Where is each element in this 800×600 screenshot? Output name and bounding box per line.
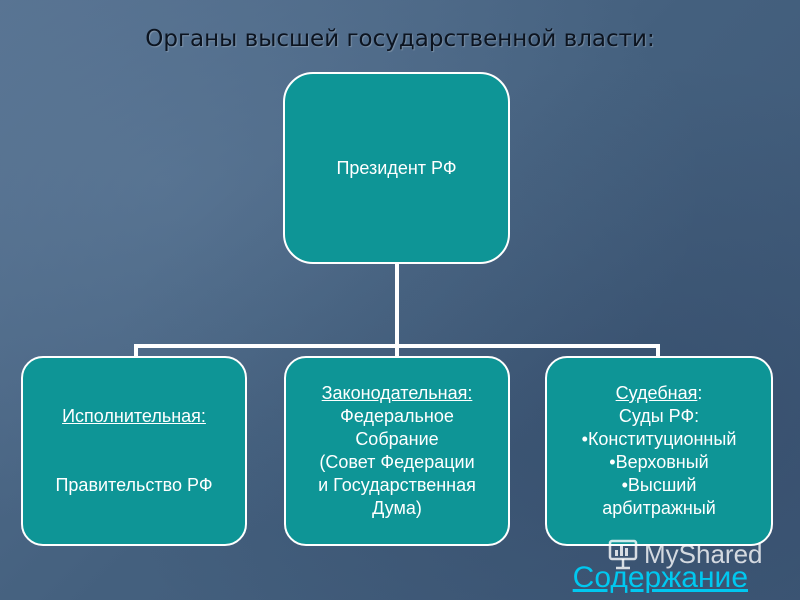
node-executive-heading[interactable]: Исполнительная: [62, 406, 206, 426]
court-list-item: Конституционный [582, 428, 736, 451]
node-judicial-heading-link[interactable]: Судебная [615, 383, 698, 403]
node-president: Президент РФ [283, 72, 510, 264]
node-executive-body: Правительство РФ [55, 475, 213, 495]
presentation-logo-icon [608, 539, 638, 570]
node-judicial-heading: Судебная: [616, 382, 703, 405]
court-list-item: Верховный [582, 451, 737, 474]
page-title: Органы высшей государственной власти: [145, 26, 655, 52]
node-legislative-line5: Дума) [372, 498, 422, 518]
node-president-label: Президент РФ [336, 157, 457, 178]
node-executive: Исполнительная: Правительство РФ [21, 356, 247, 546]
node-legislative-heading[interactable]: Законодательная: [321, 383, 473, 403]
contents-link[interactable]: Содержание [572, 561, 748, 594]
node-judicial: Судебная: Суды РФ: Конституционный Верхо… [545, 356, 773, 546]
watermark-text: MyShared [644, 538, 763, 569]
node-judicial-subheading: Суды РФ: [618, 406, 700, 426]
node-legislative-line1: Федеральное [340, 406, 454, 426]
court-list-item-tail: арбитражный [602, 498, 716, 518]
court-list-item: Высший [582, 474, 737, 497]
watermark: MyShared [604, 536, 763, 572]
node-legislative: Законодательная: Федеральное Собрание (С… [284, 356, 510, 546]
node-legislative-line4: и Государственная [318, 475, 476, 495]
node-legislative-line3: (Совет Федерации [319, 452, 475, 472]
node-judicial-heading-colon: : [697, 383, 703, 403]
node-legislative-line2: Собрание [355, 429, 439, 449]
court-list: Конституционный Верховный Высший [582, 428, 737, 497]
